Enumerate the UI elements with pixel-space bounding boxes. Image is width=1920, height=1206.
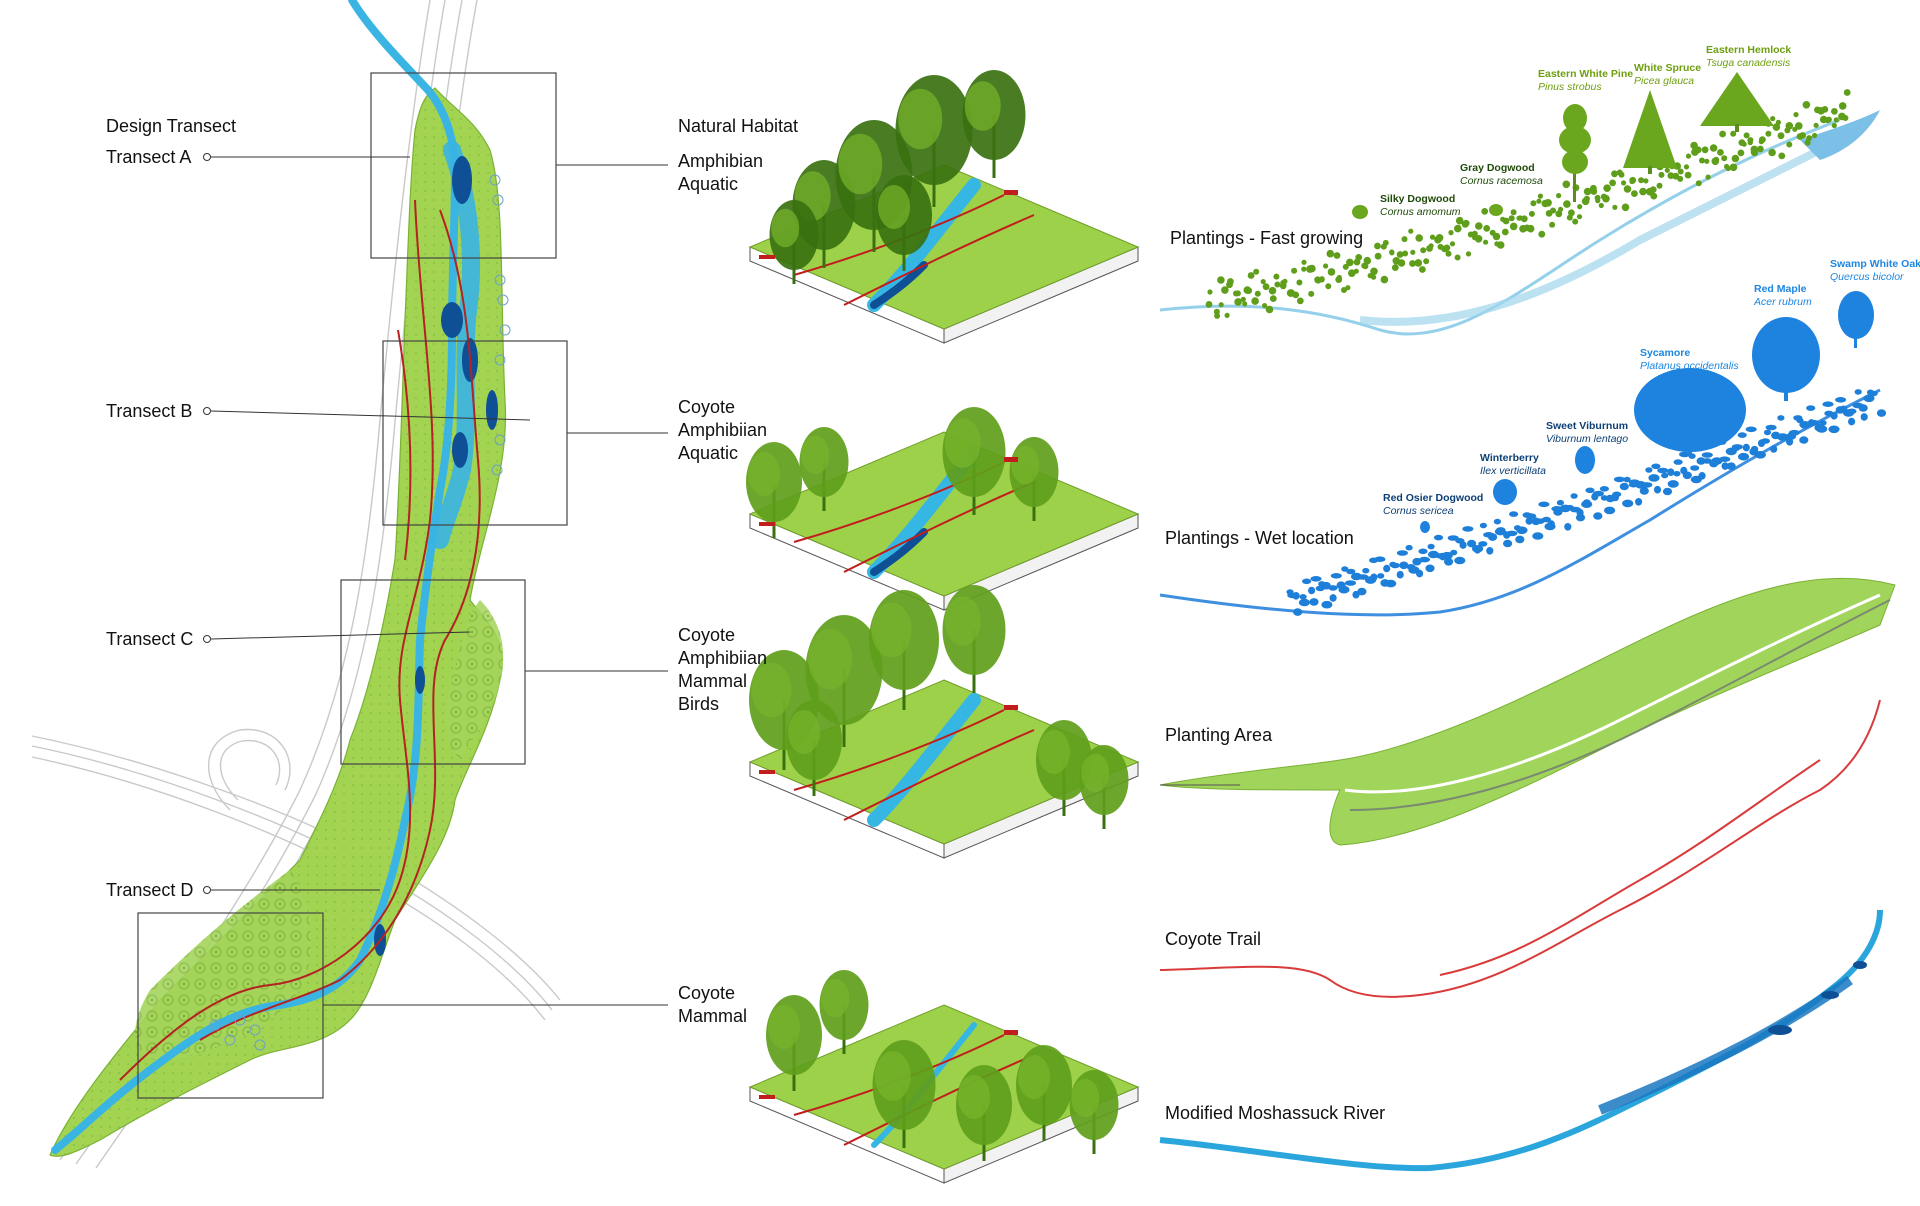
- layer-coyote-trail: [1159, 699, 1881, 998]
- edge-tree-rings: [209, 174, 511, 1051]
- design-transect-heading: Design Transect: [106, 116, 237, 136]
- species-scientific: Tsuga canadensis: [1706, 57, 1791, 69]
- transect-box-c: [340, 579, 526, 765]
- layer-planting-area-label: Planting Area: [1165, 725, 1273, 745]
- species-sycamore: Sycamore Platanus occidentalis: [1640, 347, 1739, 373]
- species-scientific: Cornus amomum: [1380, 206, 1461, 218]
- species-silky-dogwood: Silky Dogwood Cornus amomum: [1380, 193, 1461, 219]
- habitat-block-3: [748, 585, 1140, 859]
- species-red-maple: Red Maple Acer rubrum: [1754, 283, 1812, 309]
- site-plan-map: [31, 0, 668, 1169]
- red-maple-icon: [1752, 317, 1820, 401]
- fast-tree-icons: [1352, 72, 1774, 219]
- species-sweet-viburnum: Sweet Viburnum Viburnum lentago: [1546, 420, 1628, 446]
- white-pine-icon: [1559, 104, 1591, 202]
- habitat-line: Amphibiian: [678, 648, 768, 668]
- habitat-a-labels: Amphibian Aquatic: [678, 150, 763, 196]
- species-common: Eastern White Pine: [1538, 68, 1634, 80]
- species-white-spruce: White Spruce Picea glauca: [1634, 62, 1701, 88]
- layer-planting-area: [1159, 577, 1896, 846]
- habitat-line: Mammal: [678, 1006, 748, 1026]
- species-scientific: Cornus sericea: [1383, 505, 1454, 517]
- red-osier-icon: [1420, 521, 1430, 533]
- species-scientific: Ilex verticillata: [1480, 465, 1546, 477]
- habitat-line: Coyote: [678, 983, 736, 1003]
- layer-fast-growing: [1159, 72, 1880, 336]
- species-common: Sycamore: [1640, 347, 1691, 359]
- habitat-line: Coyote: [678, 625, 736, 645]
- species-common: Winterberry: [1480, 452, 1539, 464]
- sweet-viburnum-icon: [1575, 446, 1595, 474]
- layer-wet-location-label: Plantings - Wet location: [1165, 528, 1354, 548]
- species-gray-dogwood: Gray Dogwood Cornus racemosa: [1460, 162, 1543, 188]
- sycamore-icon: [1634, 368, 1746, 456]
- habitat-block-4: [748, 970, 1140, 1184]
- habitat-line: Aquatic: [678, 443, 739, 463]
- species-scientific: Cornus racemosa: [1460, 175, 1543, 187]
- species-common: Swamp White Oak: [1830, 258, 1920, 270]
- layer-coyote-trail-label: Coyote Trail: [1165, 929, 1262, 949]
- habitat-b-labels: Coyote Amphibiian Aquatic: [678, 396, 767, 465]
- species-scientific: Viburnum lentago: [1546, 433, 1629, 445]
- species-common: Eastern Hemlock: [1706, 44, 1792, 56]
- habitat-line: Amphibian: [678, 151, 764, 171]
- habitat-natural-label: Natural Habitat: [678, 116, 799, 136]
- species-scientific: Pinus strobus: [1538, 81, 1602, 93]
- swamp-oak-icon: [1838, 291, 1874, 348]
- species-white-pine: Eastern White Pine Pinus strobus: [1538, 68, 1633, 94]
- species-common: White Spruce: [1634, 62, 1702, 74]
- habitat-block-1: [748, 70, 1140, 344]
- hemlock-icon: [1700, 72, 1774, 132]
- habitat-block-2: [746, 407, 1140, 611]
- species-common: Sweet Viburnum: [1546, 420, 1629, 432]
- habitat-line: Amphibiian: [678, 420, 768, 440]
- habitat-line: Mammal: [678, 671, 748, 691]
- isometric-blocks: [746, 70, 1140, 1184]
- habitat-d-labels: Coyote Mammal: [678, 982, 747, 1028]
- species-scientific: Acer rubrum: [1754, 296, 1812, 308]
- layer-fast-growing-label: Plantings - Fast growing: [1170, 228, 1364, 248]
- wet-tree-icons: [1420, 291, 1874, 533]
- winterberry-icon: [1493, 479, 1517, 505]
- tree-canopy-zone: [135, 870, 311, 1061]
- layer-river: [1159, 909, 1883, 1172]
- species-swamp-white-oak: Swamp White Oak Quercus bicolor: [1830, 258, 1920, 284]
- species-scientific: Platanus occidentalis: [1640, 360, 1739, 372]
- species-hemlock: Eastern Hemlock Tsuga canadensis: [1706, 44, 1791, 70]
- leader-lines: [203, 153, 668, 1006]
- species-scientific: Quercus bicolor: [1830, 271, 1904, 283]
- habitat-c-labels: Coyote Amphibiian Mammal Birds: [678, 624, 767, 716]
- species-red-osier-dogwood: Red Osier Dogwood Cornus sericea: [1383, 492, 1483, 518]
- transect-c-label: Transect C: [106, 629, 194, 649]
- species-scientific: Picea glauca: [1634, 75, 1695, 87]
- habitat-line: Birds: [678, 694, 720, 714]
- transect-b-label: Transect B: [106, 401, 193, 421]
- layer-wet-location: [1159, 291, 1887, 617]
- white-spruce-icon: [1623, 90, 1677, 174]
- species-common: Gray Dogwood: [1460, 162, 1535, 174]
- wet-location-tree-dots: [1286, 389, 1887, 616]
- species-common: Red Osier Dogwood: [1383, 492, 1484, 504]
- transect-a-label: Transect A: [106, 147, 192, 167]
- species-winterberry: Winterberry Ilex verticillata: [1480, 452, 1546, 478]
- layer-river-label: Modified Moshassuck River: [1165, 1103, 1386, 1123]
- species-common: Red Maple: [1754, 283, 1807, 295]
- species-common: Silky Dogwood: [1380, 193, 1456, 205]
- transect-d-label: Transect D: [106, 880, 194, 900]
- habitat-line: Aquatic: [678, 174, 739, 194]
- habitat-line: Coyote: [678, 397, 736, 417]
